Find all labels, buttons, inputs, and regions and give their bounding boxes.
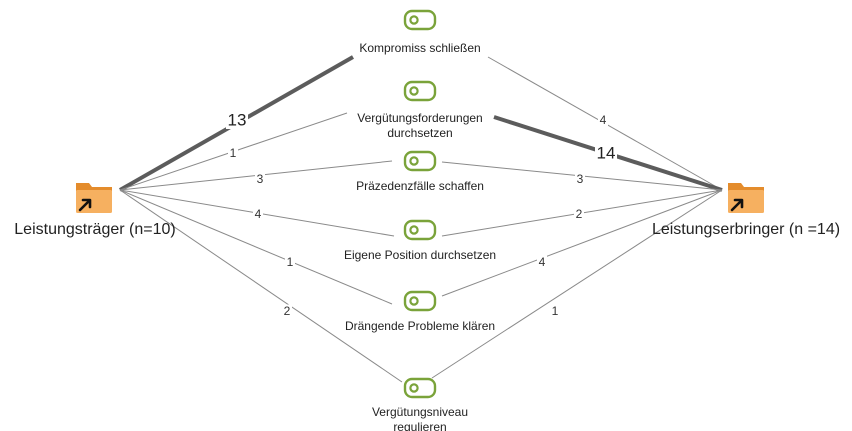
edge-weight-bg <box>595 144 617 162</box>
edge-weight-label: 1 <box>552 304 559 318</box>
code-label: Präzedenzfälle schaffen <box>356 179 484 193</box>
code-tag-icon <box>403 150 437 172</box>
code-tag-hole <box>409 383 419 393</box>
document-label: Leistungserbringer (n =14) <box>652 221 840 238</box>
edge-weight-label: 2 <box>576 207 583 221</box>
edge-left-c5 <box>119 189 393 305</box>
edge-weight-bg <box>255 172 265 186</box>
edge-weight-bg <box>550 304 560 318</box>
document-node-left[interactable]: Leistungsträger (n=10) <box>14 183 176 238</box>
edge-weight-bg <box>228 146 238 160</box>
code-tag-outline <box>403 9 437 31</box>
code-tag-icon <box>403 290 437 312</box>
edge-weight-label: 14 <box>597 144 616 163</box>
code-tag-hole <box>409 15 419 25</box>
shortcut-arrowhead <box>733 198 744 209</box>
folder-shortcut-icon <box>76 183 112 213</box>
code-tag-icon <box>403 9 437 31</box>
code-tag-icon <box>403 377 437 399</box>
shortcut-arrow-icon <box>730 199 743 212</box>
code-label: regulieren <box>393 420 446 431</box>
code-label: Eigene Position durchsetzen <box>344 248 496 262</box>
edge-weight-label: 1 <box>287 255 294 269</box>
code-tag-icon <box>403 219 437 241</box>
edge-weight-label: 13 <box>228 111 247 130</box>
edge-weight-bg <box>282 304 292 318</box>
document-label: Leistungsträger (n=10) <box>14 221 175 238</box>
code-tag-outline <box>403 150 437 172</box>
edge-weight-label: 1 <box>230 146 237 160</box>
edge-weight-label: 4 <box>539 255 546 269</box>
edge-weight-label: 3 <box>257 172 264 186</box>
code-label: Kompromiss schließen <box>359 41 480 55</box>
edge-weight-bg <box>574 207 584 221</box>
edge-weight-label: 4 <box>600 113 607 127</box>
code-tag-hole <box>409 86 419 96</box>
edge-weight-label: 4 <box>255 207 262 221</box>
nodes-layer: Kompromiss schließenVergütungsforderunge… <box>14 9 840 431</box>
code-node[interactable]: Kompromiss schließen <box>359 9 481 55</box>
shortcut-arrow-icon <box>78 199 91 212</box>
code-tag-hole <box>409 156 419 166</box>
edge-right-c6 <box>431 189 723 379</box>
code-node[interactable]: Präzedenzfälle schaffen <box>356 150 484 193</box>
code-tag-outline <box>403 377 437 399</box>
edge-right-c5 <box>441 189 723 297</box>
code-tag-outline <box>403 80 437 102</box>
edge-weight-bg <box>575 172 585 186</box>
code-tag-outline <box>403 290 437 312</box>
folder-shortcut-icon <box>728 183 764 213</box>
shortcut-arrowhead <box>81 198 92 209</box>
folder-body <box>728 190 764 213</box>
folder-tab <box>76 183 112 191</box>
edge-weight-label: 3 <box>577 172 584 186</box>
edge-weight-label: 2 <box>284 304 291 318</box>
code-tag-icon <box>403 80 437 102</box>
edge-weight-bg <box>537 255 547 269</box>
edge-left-c6 <box>119 189 403 383</box>
code-node[interactable]: Drängende Probleme klären <box>345 290 495 333</box>
edge-weight-bg <box>285 255 295 269</box>
edge-weight-bg <box>226 111 248 129</box>
code-tag-hole <box>409 225 419 235</box>
edge-weight-bg <box>598 113 608 127</box>
code-tag-outline <box>403 219 437 241</box>
code-label: durchsetzen <box>387 126 452 140</box>
folder-body <box>76 190 112 213</box>
folder-tab <box>728 183 764 191</box>
edge-weight-bg <box>253 207 263 221</box>
document-node-right[interactable]: Leistungserbringer (n =14) <box>652 183 840 238</box>
code-tag-hole <box>409 296 419 306</box>
code-label: Drängende Probleme klären <box>345 319 495 333</box>
code-label: Vergütungsforderungen <box>357 111 482 125</box>
code-node[interactable]: Eigene Position durchsetzen <box>344 219 496 262</box>
code-label: Vergütungsniveau <box>372 405 468 419</box>
